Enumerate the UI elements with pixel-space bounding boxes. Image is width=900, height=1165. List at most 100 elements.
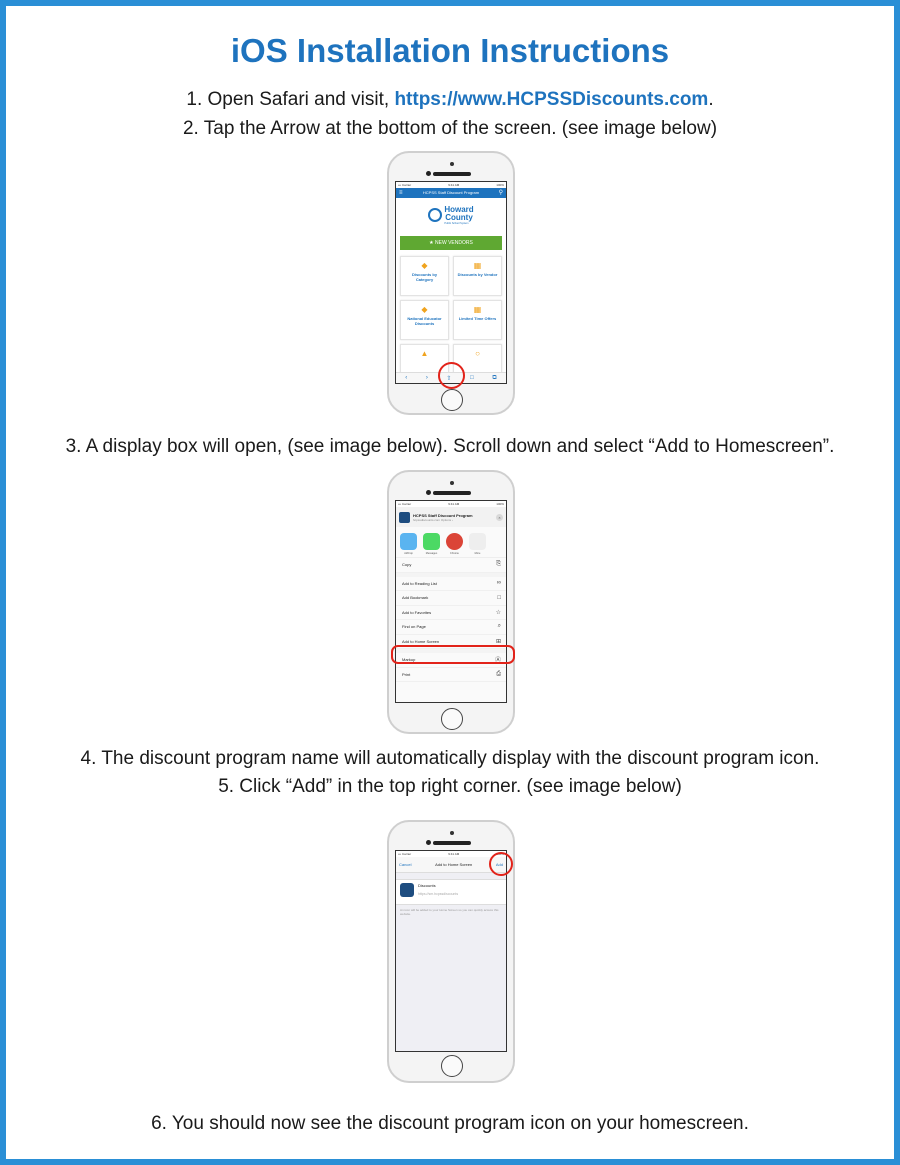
home-screen-entry-card: Discounts https://sm.hcpssdiscounts: [396, 879, 506, 905]
website-link[interactable]: https://www.HCPSSDiscounts.com: [394, 89, 709, 110]
action-label: Print: [402, 671, 411, 677]
home-button: [441, 708, 463, 730]
action-print[interactable]: Print ⎙: [396, 668, 506, 682]
page-title: iOS Installation Instructions: [230, 32, 670, 69]
carrier-label: ••• Carrier: [398, 852, 412, 856]
action-copy[interactable]: Copy ⎘: [396, 558, 506, 573]
time-label: 9:41 AM: [448, 183, 460, 187]
step-2: 2. Tap the Arrow at the bottom of the sc…: [182, 118, 718, 139]
carrier-label: ••• Carrier: [398, 502, 412, 506]
phone-add-to-home-screenshot: ••• Carrier 9:41 AM 100% Cancel Add to H…: [387, 820, 515, 1083]
print-icon: ⎙: [496, 670, 501, 677]
tabs-icon[interactable]: ⧉: [492, 374, 497, 381]
tile-discounts-by-vendor[interactable]: ▦ Discounts by Vendor: [453, 256, 502, 296]
status-bar: ••• Carrier 9:41 AM 100%: [396, 182, 506, 188]
share-title: HCPSS Staff Discount Program: [413, 512, 473, 518]
share-app-messages[interactable]: Messages: [423, 533, 440, 555]
chrome-icon: [446, 533, 463, 550]
search-icon[interactable]: ⚲: [498, 190, 503, 196]
app-name-field[interactable]: Discounts: [418, 883, 436, 888]
step-5: 5. Click “Add” in the top right corner. …: [218, 776, 682, 797]
share-app-label: AirDrop: [404, 552, 413, 555]
tile-discounts-by-category[interactable]: ◆ Discounts by Category: [400, 256, 449, 296]
cancel-button[interactable]: Cancel: [399, 862, 412, 867]
phone-screen: ••• Carrier 9:41 AM 100% HCPSS Staff Dis…: [395, 500, 507, 703]
back-icon[interactable]: ‹: [405, 375, 408, 381]
camera-icon: [450, 162, 454, 166]
logo-subtitle: Public School System: [444, 221, 469, 225]
action-label: Markup: [402, 657, 416, 663]
tile-label: Discounts by Category: [411, 272, 438, 282]
app-url: https://sm.hcpssdiscounts: [418, 892, 459, 896]
speaker-grille: [433, 172, 471, 176]
section-gap: [396, 572, 506, 577]
close-icon[interactable]: ×: [496, 513, 503, 521]
more-icon: [469, 533, 486, 550]
search-icon: ⌕: [497, 623, 501, 630]
action-label: Add Bookmark: [402, 595, 429, 601]
share-app-chrome[interactable]: Chrome: [446, 533, 463, 555]
envelope-icon: ▲: [420, 349, 429, 358]
airdrop-icon: [400, 533, 417, 550]
logo-line2: County: [445, 212, 473, 222]
carrier-label: ••• Carrier: [398, 183, 412, 187]
book-icon: □: [497, 594, 501, 601]
action-add-to-home-screen[interactable]: Add to Home Screen ⊞: [396, 635, 506, 649]
messages-icon: [423, 533, 440, 550]
action-find-on-page[interactable]: Find on Page ⌕: [396, 620, 506, 635]
search-icon: ○: [475, 349, 480, 358]
home-button: [441, 1055, 463, 1077]
add-highlight-circle: [489, 852, 513, 876]
step-1-text: 1. Open Safari and visit,: [186, 89, 395, 110]
tile-limited-time-offers[interactable]: ▦ Limited Time Offers: [453, 300, 502, 340]
share-actions-list: Copy ⎘ Add to Reading List ∞ Add Bookmar…: [396, 557, 506, 682]
share-app-airdrop[interactable]: AirDrop: [400, 533, 417, 555]
share-app-label: Chrome: [450, 552, 459, 555]
action-markup[interactable]: Markup Ⓐ: [396, 653, 506, 668]
tile-label: Discounts by Vendor: [457, 272, 498, 277]
share-app-label: Messages: [425, 552, 438, 555]
home-button: [441, 389, 463, 411]
howard-county-logo: Howard County Public School System: [396, 198, 506, 232]
tag-icon: ◆: [421, 305, 428, 314]
share-app-label: More: [474, 552, 481, 555]
sensor-dot: [426, 171, 431, 176]
add-to-home-note: An icon will be added to your Home Scree…: [400, 908, 499, 916]
camera-icon: [450, 831, 454, 835]
bookmarks-icon[interactable]: □: [470, 375, 474, 381]
tile-national-educator-discounts[interactable]: ◆ National Educator Discounts: [400, 300, 449, 340]
share-app-more[interactable]: More: [469, 533, 486, 555]
time-label: 9:41 AM: [448, 852, 460, 856]
action-label: Find on Page: [402, 624, 426, 630]
step-4: 4. The discount program name will automa…: [80, 748, 820, 769]
speaker-grille: [433, 491, 471, 495]
status-bar: ••• Carrier 9:41 AM 100%: [396, 501, 506, 507]
tag-icon: ◆: [421, 261, 428, 270]
phone-safari-screenshot: ••• Carrier 9:41 AM 100% ≡ HCPSS Staff D…: [387, 151, 515, 415]
speaker-grille: [433, 841, 471, 845]
share-subtitle[interactable]: hcpssdiscounts.com Options ›: [413, 517, 454, 522]
action-add-bookmark[interactable]: Add Bookmark □: [396, 591, 506, 606]
new-vendors-button[interactable]: ★ NEW VENDORS: [400, 236, 502, 250]
logo-emblem-icon: [428, 208, 443, 222]
calendar-icon: ▦: [473, 305, 482, 314]
action-add-to-favorites[interactable]: Add to Favorites ☆: [396, 606, 506, 620]
action-label: Add to Home Screen: [402, 638, 440, 644]
menu-icon[interactable]: ≡: [399, 190, 403, 196]
action-add-to-reading-list[interactable]: Add to Reading List ∞: [396, 577, 506, 591]
section-gap: [396, 649, 506, 653]
tile-label: National Educator Discounts: [407, 316, 442, 326]
nav-title: HCPSS Staff Discount Program: [422, 190, 480, 195]
glasses-icon: ∞: [496, 580, 501, 587]
forward-icon[interactable]: ›: [425, 375, 428, 381]
step-6: 6. You should now see the discount progr…: [151, 1113, 749, 1134]
logo-line1: Howard: [444, 204, 474, 214]
sensor-dot: [426, 840, 431, 845]
star-icon: ☆: [495, 609, 501, 616]
plus-square-icon: ⊞: [495, 638, 501, 645]
share-highlight-circle: [438, 362, 465, 389]
phone-screen: ••• Carrier 9:41 AM 100% Cancel Add to H…: [395, 850, 507, 1052]
time-label: 9:41 AM: [448, 502, 460, 506]
tile-label: Limited Time Offers: [458, 316, 497, 321]
